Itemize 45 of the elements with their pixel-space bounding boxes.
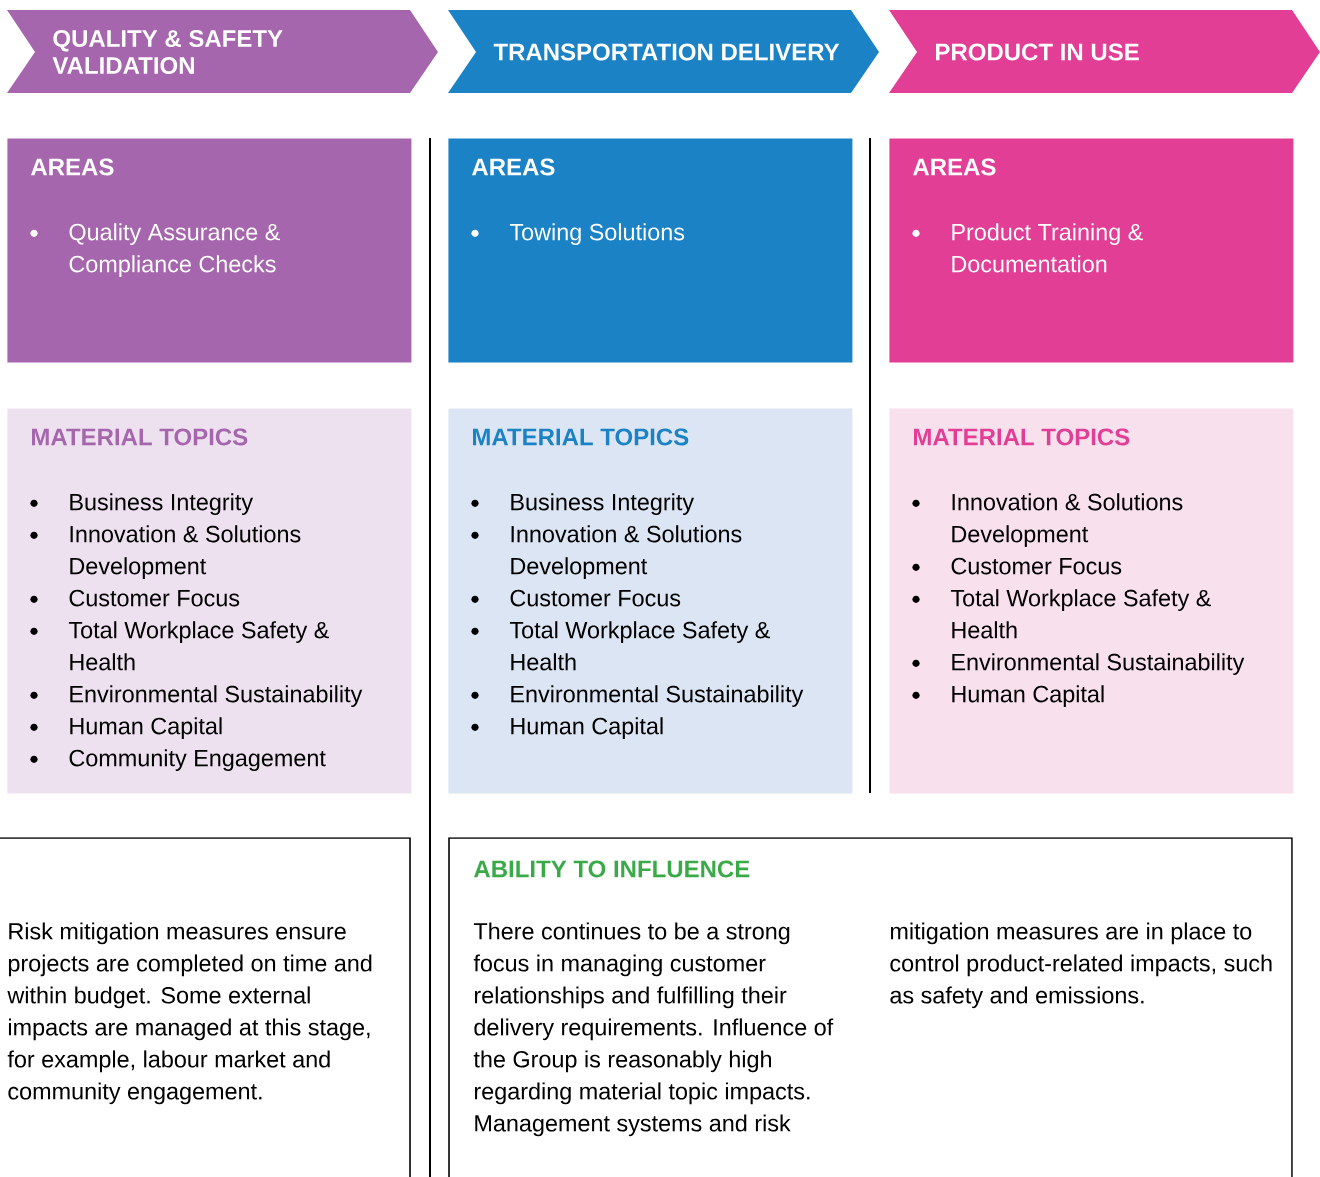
bullet-item: Human Capital xyxy=(912,685,1104,708)
bullet-item: Innovation & Solutions Development xyxy=(30,525,301,580)
bullet-item: Community Engagement xyxy=(30,749,326,772)
bullet-item: Product Training & Documentation xyxy=(912,223,1143,273)
bullet-item: Business Integrity xyxy=(30,493,253,516)
bullet-item: Innovation & Solutions Development xyxy=(912,493,1183,548)
panel-heading: AREAS xyxy=(913,158,996,176)
bullet-item: Total Workplace Safety & Health xyxy=(471,621,770,671)
areas-panel xyxy=(889,138,1294,363)
chevron-banner xyxy=(7,10,438,93)
bullet-item: Customer Focus xyxy=(471,589,681,607)
bullet-item: Human Capital xyxy=(471,717,663,740)
areas-panel xyxy=(7,138,412,363)
panel-heading: ABILITY TO INFLUENCE xyxy=(474,860,750,878)
panel-heading: AREAS xyxy=(472,158,555,176)
topics-panel xyxy=(448,408,853,794)
bullet-item: Environmental Sustainability xyxy=(471,685,804,708)
body-text: Risk mitigation measures ensure projects are completed on time and within budget. Some external impacts are managed at this stage, for example, labour market and community engagement. xyxy=(7,922,372,1105)
topics-panel xyxy=(7,408,412,794)
text-panel xyxy=(0,837,411,1177)
bullet-item: Total Workplace Safety & Health xyxy=(30,621,329,671)
chevron-banner xyxy=(889,10,1320,93)
bullet-item: Customer Focus xyxy=(30,589,240,607)
bullet-item: Business Integrity xyxy=(471,493,695,516)
banner-title: QUALITY & SAFETY VALIDATION xyxy=(52,30,283,74)
bullet-item: Total Workplace Safety & Health xyxy=(912,589,1211,639)
banner-title: TRANSPORTATION DELIVERY xyxy=(493,43,840,61)
banner-title: PRODUCT IN USE xyxy=(936,43,1139,61)
bullet-item: Towing Solutions xyxy=(471,223,685,245)
areas-panel xyxy=(448,138,853,363)
bullet-item: Environmental Sustainability xyxy=(912,653,1245,676)
bullet-item: Quality Assurance & Compliance Checks xyxy=(30,223,280,277)
chevron-banner xyxy=(448,10,879,93)
panel-heading: AREAS xyxy=(31,158,114,176)
bullet-item: Innovation & Solutions Development xyxy=(471,525,742,580)
panel-heading: MATERIAL TOPICS xyxy=(473,428,689,446)
body-text: mitigation measures are in place to control product-related impacts, such as safety and emissions. xyxy=(890,922,1272,1009)
panel-heading: MATERIAL TOPICS xyxy=(32,428,248,446)
text-panel xyxy=(448,837,1293,1177)
panel-heading: MATERIAL TOPICS xyxy=(914,428,1130,446)
topics-panel xyxy=(889,408,1294,794)
body-text: There continues to be a strong focus in managing customer relationships and fulfilling their delivery requirements. Influence of the Group is reasonably high regarding material topic impacts. Management systems and risk xyxy=(473,922,834,1137)
bullet-item: Environmental Sustainability xyxy=(30,685,363,708)
bullet-item: Customer Focus xyxy=(912,557,1122,575)
bullet-item: Human Capital xyxy=(30,717,222,740)
